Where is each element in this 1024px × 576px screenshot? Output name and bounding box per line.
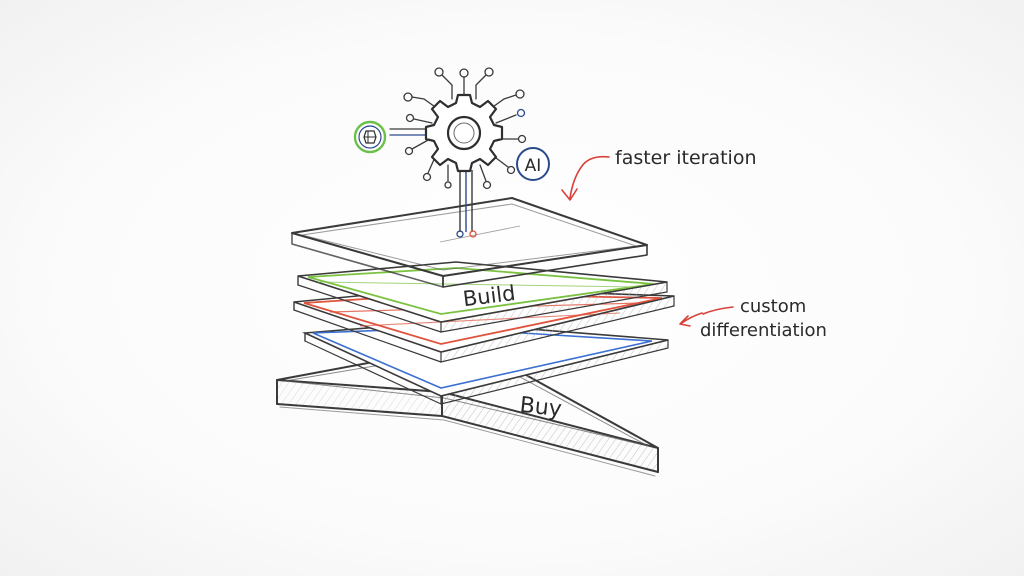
circuit-stem [456, 170, 477, 238]
ai-badge: AI [516, 147, 550, 181]
differentiation-label: differentiation [700, 320, 827, 341]
gear-circuit-icon [389, 67, 527, 190]
build-layer: Build [297, 261, 668, 333]
ai-badge-label: AI [525, 156, 542, 176]
annotation-faster-iteration: faster iteration [561, 147, 757, 201]
annotation-custom-differentiation: custom differentiation [679, 296, 827, 341]
custom-label: custom [740, 296, 806, 317]
hexagon-node-icon [353, 120, 387, 154]
buy-label: Buy [518, 393, 562, 422]
top-layer [291, 197, 648, 288]
faster-iteration-label: faster iteration [615, 147, 757, 169]
buy-layer: Buy [276, 343, 659, 477]
